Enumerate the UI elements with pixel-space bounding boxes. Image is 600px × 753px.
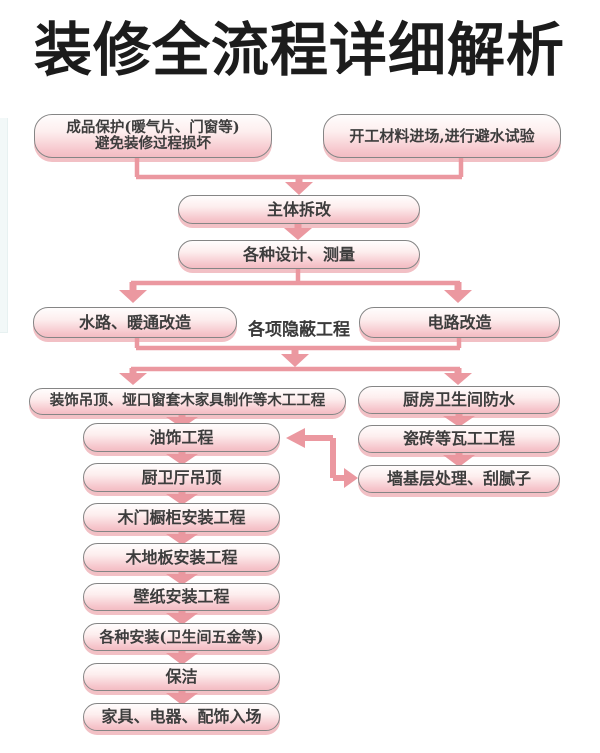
flow-node-materials-enter-water-test: 开工材料进场,进行避水试验: [323, 114, 561, 158]
flow-node-painting: 油饰工程: [83, 423, 280, 452]
flow-node-design-measurement: 各种设计、测量: [178, 240, 420, 269]
flow-node-plumbing-hvac: 水路、暖通改造: [33, 307, 237, 338]
flow-node-main-demolition: 主体拆改: [178, 195, 420, 224]
flow-node-various-installations: 各种安装(卫生间五金等): [83, 623, 280, 651]
flow-node-wood-flooring-install: 木地板安装工程: [83, 543, 280, 572]
flow-node-furniture-entry: 家具、电器、配饰入场: [83, 703, 280, 731]
flow-node-wall-base-putty: 墙基层处理、刮腻子: [358, 465, 560, 493]
flow-node-tiling: 瓷砖等瓦工工程: [358, 425, 560, 453]
flow-node-electrical: 电路改造: [359, 307, 560, 338]
flow-node-waterproofing: 厨房卫生间防水: [358, 386, 560, 414]
node-label-line2: 避免装修过程损坏: [95, 135, 211, 152]
flow-node-finished-product-protection: 成品保护(暖气片、门窗等) 避免装修过程损坏: [34, 114, 272, 158]
node-label-line1: 成品保护(暖气片、门窗等): [66, 118, 240, 136]
page-title: 装修全流程详细解析: [34, 16, 566, 84]
flow-node-doors-cabinets-install: 木门橱柜安装工程: [83, 503, 280, 532]
flow-node-kitchen-bath-ceiling: 厨卫厅吊顶: [83, 463, 280, 492]
scan-edge-artifact: [0, 118, 8, 333]
flow-node-cleaning: 保洁: [83, 663, 280, 691]
flow-node-carpentry: 装饰吊顶、垭口窗套木家具制作等木工工程: [29, 388, 346, 415]
hidden-works-label: 各项隐蔽工程: [248, 320, 350, 340]
flow-node-wallpaper-install: 壁纸安装工程: [83, 583, 280, 611]
